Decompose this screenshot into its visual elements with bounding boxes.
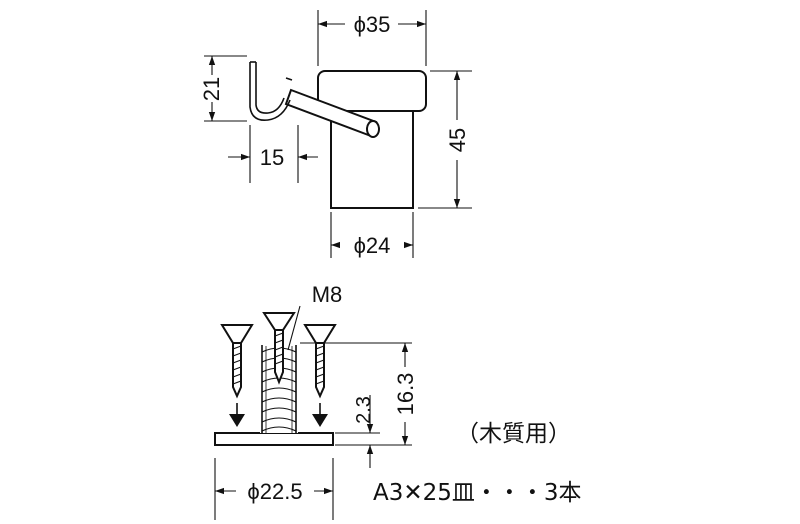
thread-length-label: 16.3 [393,373,418,416]
hook-wire [249,62,291,122]
hook-depth-label: 15 [260,145,284,170]
m8-leader [287,305,301,351]
top-diameter-label: ϕ35 [354,12,391,37]
dim-hook-depth: 15 [228,125,318,183]
material-note: （木質用） [456,421,571,447]
dim-base-thickness: 2.3 [335,395,380,468]
total-height-label: 45 [445,128,470,152]
left-screw [220,324,254,427]
center-screw [262,312,296,385]
hook-side-view [249,61,427,209]
base-assembly: M8 [214,282,343,446]
base-plate [214,432,334,446]
base-diameter-label: ϕ22.5 [247,479,302,504]
base-thickness-label: 2.3 [353,396,375,424]
right-screw [303,324,337,427]
dim-bottom-diameter: ϕ24 [330,212,414,258]
dim-total-height: 45 [418,70,472,209]
dim-hook-height: 21 [199,55,247,122]
screw-note: A3✕25皿・・・3本 [373,480,582,506]
dim-thread-length: 16.3 [300,342,418,446]
hook-wire-inner [255,62,285,114]
pin-end [366,120,380,138]
bottom-diameter-label: ϕ24 [354,233,391,258]
hook-height-label: 21 [199,77,224,101]
hook-cap [317,70,427,112]
dim-base-diameter: ϕ22.5 [214,458,334,520]
thread-label: M8 [312,282,343,307]
dim-top-diameter: ϕ35 [317,10,427,66]
